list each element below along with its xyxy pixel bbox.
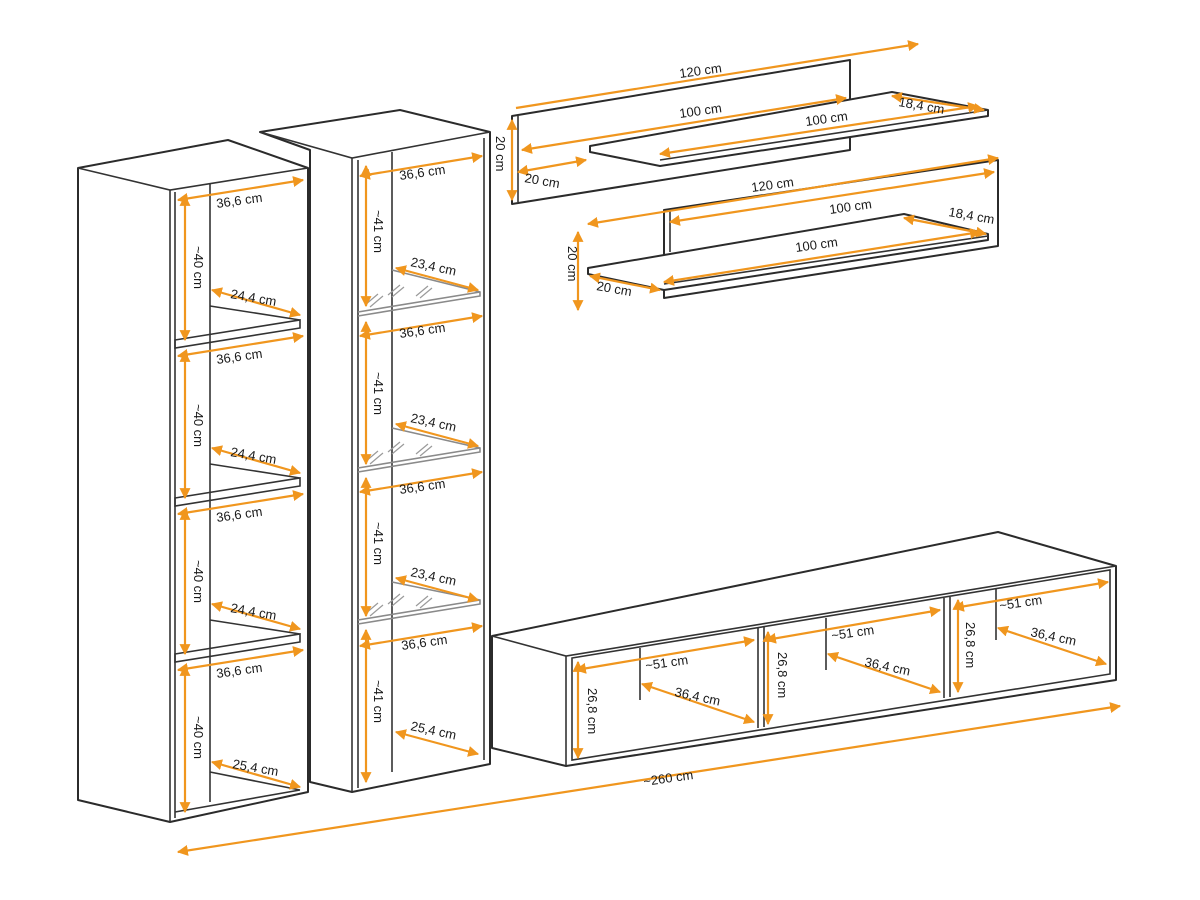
- dim-line: [574, 636, 756, 674]
- dim-line: [668, 168, 996, 226]
- side-depth-label: 20 cm: [595, 278, 632, 299]
- dim-line: [176, 176, 305, 204]
- width-label: 36,6 cm: [398, 162, 446, 183]
- dim-line: [516, 156, 588, 176]
- dim-line: [358, 622, 484, 650]
- dim-line: [176, 332, 305, 360]
- dim-line: [764, 606, 942, 644]
- overall-width-label: ~260 cm: [642, 767, 694, 789]
- height-label: ~41 cm: [371, 210, 386, 253]
- dim-line: [176, 490, 305, 518]
- wall-shelf-bottom: 120 cm 100 cm 100 cm 18,4 cm 20 cm 20 cm: [565, 154, 1000, 312]
- height-label: 26,8 cm: [775, 652, 790, 698]
- dim-line: [210, 601, 302, 632]
- dim-line: [996, 625, 1108, 667]
- width-label: ~51 cm: [998, 592, 1043, 613]
- width-label: 36,6 cm: [398, 476, 446, 497]
- height-label: ~41 cm: [371, 680, 386, 723]
- width-label: ~51 cm: [644, 652, 689, 673]
- height-label: 20 cm: [565, 246, 580, 281]
- height-label: ~41 cm: [371, 522, 386, 565]
- dim-line: [890, 92, 986, 114]
- height-label: ~40 cm: [191, 246, 206, 289]
- dim-line: [658, 102, 980, 158]
- length-label: 120 cm: [678, 60, 722, 81]
- width-label: 36,6 cm: [215, 190, 263, 211]
- dim-line: [358, 152, 484, 180]
- inner-front-label: 100 cm: [804, 108, 848, 129]
- height-label: ~40 cm: [191, 716, 206, 759]
- dim-line: [394, 575, 480, 603]
- width-label: 36,6 cm: [400, 632, 448, 653]
- dim-line: [358, 468, 484, 496]
- width-label: 36,6 cm: [215, 346, 263, 367]
- height-label: ~41 cm: [371, 372, 386, 415]
- width-label: 36,6 cm: [215, 660, 263, 681]
- overall-dim-line: [176, 702, 1122, 856]
- length-label: 120 cm: [750, 174, 794, 195]
- inner-back-label: 100 cm: [678, 100, 722, 121]
- width-label: 36,6 cm: [215, 504, 263, 525]
- dim-line: [210, 445, 302, 476]
- left-tower: 36,6 cm 36,6 cm 36,6 cm 36,6 cm 24,4 cm …: [77, 139, 309, 823]
- inner-back-label: 100 cm: [828, 196, 872, 217]
- height-label: 26,8 cm: [585, 688, 600, 734]
- dim-line: [588, 272, 662, 294]
- height-label: 20 cm: [493, 136, 508, 171]
- dim-line: [394, 421, 480, 449]
- height-label: 26,8 cm: [963, 622, 978, 668]
- tv-unit-divider: [943, 597, 951, 698]
- dim-line: [358, 312, 484, 340]
- height-label: ~40 cm: [191, 404, 206, 447]
- height-label: ~40 cm: [191, 560, 206, 603]
- dim-line: [826, 651, 942, 695]
- dim-line: [210, 287, 302, 318]
- inner-front-label: 100 cm: [794, 234, 838, 255]
- dim-line: [662, 228, 982, 286]
- side-depth-label: 20 cm: [523, 170, 560, 191]
- dim-line: [902, 214, 988, 238]
- width-label: 36,6 cm: [398, 320, 446, 341]
- dim-line: [952, 578, 1110, 612]
- dim-line: [176, 646, 305, 674]
- width-label: ~51 cm: [830, 622, 875, 643]
- dim-line: [394, 265, 480, 293]
